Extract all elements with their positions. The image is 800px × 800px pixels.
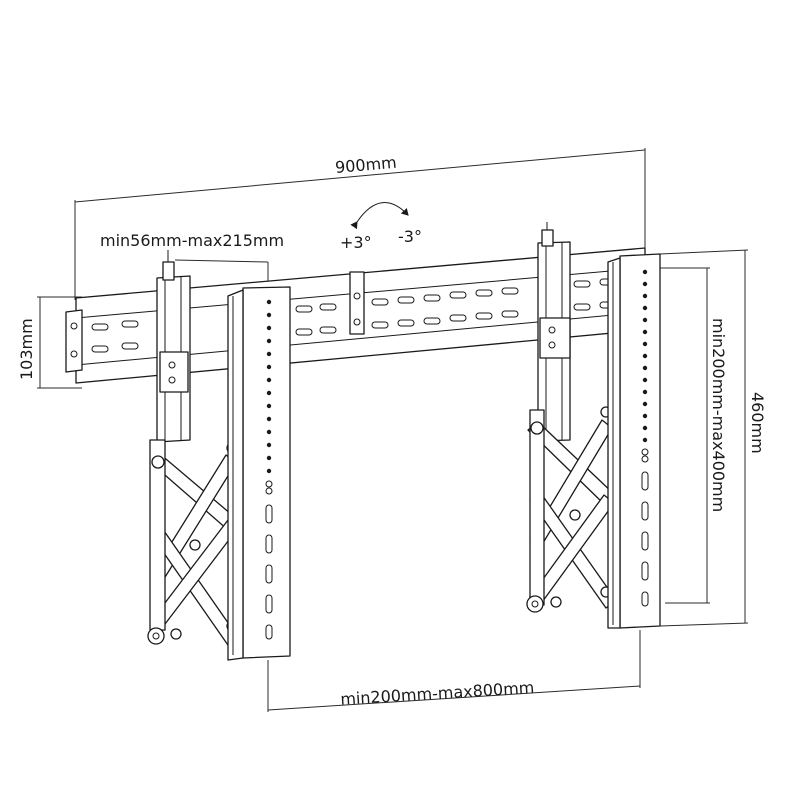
horizontal-span-label: min200mm-max800mm xyxy=(340,678,535,709)
tilt-arrow-icon xyxy=(350,202,409,230)
tilt-positive-label: +3° xyxy=(340,233,372,252)
left-arm-assembly xyxy=(147,250,241,649)
left-vertical-bracket xyxy=(227,286,291,661)
arm-depth-label: min56mm-max215mm xyxy=(100,231,284,250)
vertical-hole-span-label: min200mm-max400mm xyxy=(709,318,728,512)
tilt-negative-label: -3° xyxy=(398,227,422,246)
bracket-height-label: 460mm xyxy=(748,392,767,454)
dimension-lines xyxy=(37,148,749,712)
right-vertical-bracket xyxy=(607,253,661,629)
rail-height-label: 103mm xyxy=(17,318,36,380)
right-arm-assembly xyxy=(526,222,617,613)
